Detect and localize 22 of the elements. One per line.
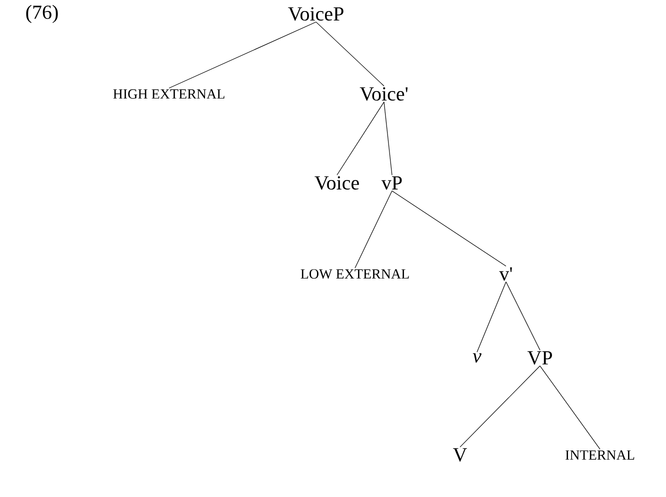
tree-branch — [354, 190, 392, 268]
tree-branch — [460, 366, 540, 448]
tree-branch — [316, 22, 384, 86]
tree-branch — [476, 282, 506, 352]
tree-branch — [168, 22, 316, 88]
category-label: Voice — [314, 176, 359, 190]
tree-branch — [336, 102, 384, 176]
tree-branch — [506, 282, 540, 350]
category-label: VP — [527, 351, 552, 365]
tree-branch — [540, 366, 600, 450]
example-number: (76) — [26, 4, 58, 24]
category-label: vP — [381, 176, 402, 190]
leaf-label: INTERNAL — [566, 450, 634, 460]
category-label: v' — [499, 267, 512, 281]
category-label: V — [453, 448, 467, 462]
tree-branch — [392, 190, 506, 266]
tree-branch — [384, 102, 392, 176]
leaf-label: HIGH EXTERNAL — [113, 89, 224, 99]
leaf-label: LOW EXTERNAL — [300, 269, 409, 279]
category-label: VoiceP — [288, 7, 344, 21]
category-label: v — [472, 353, 482, 363]
category-label: Voice' — [360, 87, 408, 101]
